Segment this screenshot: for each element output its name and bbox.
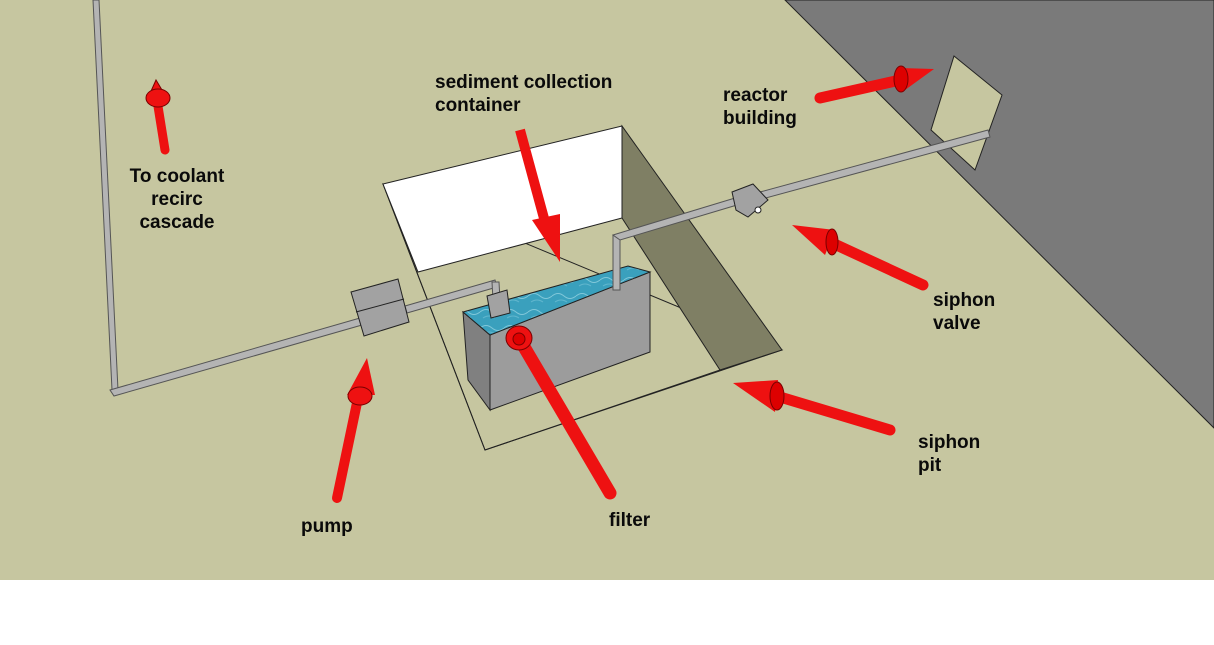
arrow-pump — [332, 358, 375, 503]
filter-box — [486, 289, 511, 319]
siphon-valve-box — [731, 183, 769, 218]
pipe-siphon-drop — [612, 234, 621, 291]
label-pump: pump — [301, 516, 353, 537]
arrow-filter — [505, 325, 617, 500]
label-coolant-recirc: To coolant recirc cascade — [112, 165, 242, 234]
container-water — [461, 265, 652, 336]
label-siphon-pit: siphon pit — [918, 431, 980, 477]
label-line: siphon — [918, 432, 981, 453]
label-line: container — [435, 95, 521, 116]
pit-wall-shadow — [621, 124, 783, 371]
reactor-building — [784, 0, 1214, 429]
label-line: valve — [933, 313, 981, 334]
pit-edge — [382, 183, 721, 451]
arrow-sediment — [515, 128, 560, 262]
label-line: reactor — [723, 85, 788, 106]
arrow-siphon-valve — [792, 225, 929, 291]
arrow-siphon-pit — [733, 380, 896, 436]
pump-box — [350, 278, 410, 337]
label-filter: filter — [609, 510, 651, 531]
label-line: pit — [918, 455, 942, 476]
label-line: sediment collection — [435, 72, 613, 93]
label-line: cascade — [139, 212, 215, 233]
label-reactor-building: reactor building — [723, 84, 797, 130]
label-line: recirc — [151, 189, 203, 210]
label-sediment-container: sediment collection container — [435, 71, 612, 117]
label-line: siphon — [933, 290, 996, 311]
label-line: building — [723, 108, 797, 129]
arrow-coolant — [145, 78, 171, 155]
label-siphon-valve: siphon valve — [933, 289, 995, 335]
arrow-reactor — [814, 65, 934, 104]
label-line: To coolant — [129, 166, 225, 187]
